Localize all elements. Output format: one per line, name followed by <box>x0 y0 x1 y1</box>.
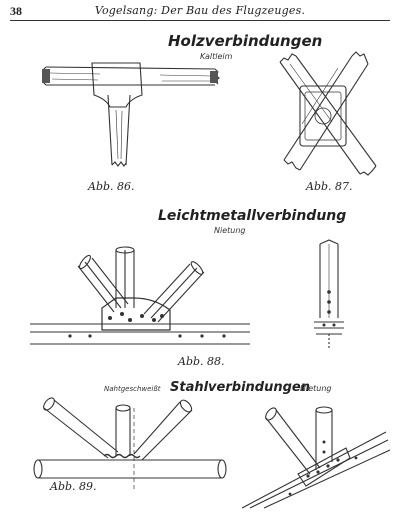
figure-86-caption: Abb. 86. <box>86 180 137 193</box>
light-metal-joint-heading: Leichtmetallverbindung <box>158 208 347 224</box>
figure-86-t-joint-drawing <box>42 62 220 167</box>
steel-joints-heading: Stahlverbindungen <box>170 380 310 395</box>
page-number: 38 <box>10 4 22 18</box>
wood-joints-subtitle: Kaltleim <box>200 52 233 61</box>
figure-87-caption: Abb. 87. <box>304 180 355 193</box>
figure-89-caption: Abb. 89. <box>48 480 99 493</box>
page-header: 38 Vogelsang: Der Bau des Flugzeuges. <box>10 2 390 21</box>
figure-88-side-section-drawing <box>314 239 344 348</box>
figure-87-cross-joint-drawing <box>279 51 377 176</box>
light-metal-joint-subtitle: Nietung <box>214 226 246 235</box>
figure-88-riveted-joint-drawing <box>30 246 250 345</box>
wood-joints-heading: Holzverbindungen <box>168 32 323 50</box>
figure-89-welded-tube-drawing <box>33 397 227 490</box>
welded-steel-prefix: Nahtgeschweißt <box>104 385 161 393</box>
running-title: Vogelsang: Der Bau des Flugzeuges. <box>94 4 306 17</box>
riveted-steel-joint-drawing <box>241 406 391 509</box>
steel-riveting-label: Nietung <box>300 384 332 393</box>
figure-88-caption: Abb. 88. <box>176 355 227 368</box>
